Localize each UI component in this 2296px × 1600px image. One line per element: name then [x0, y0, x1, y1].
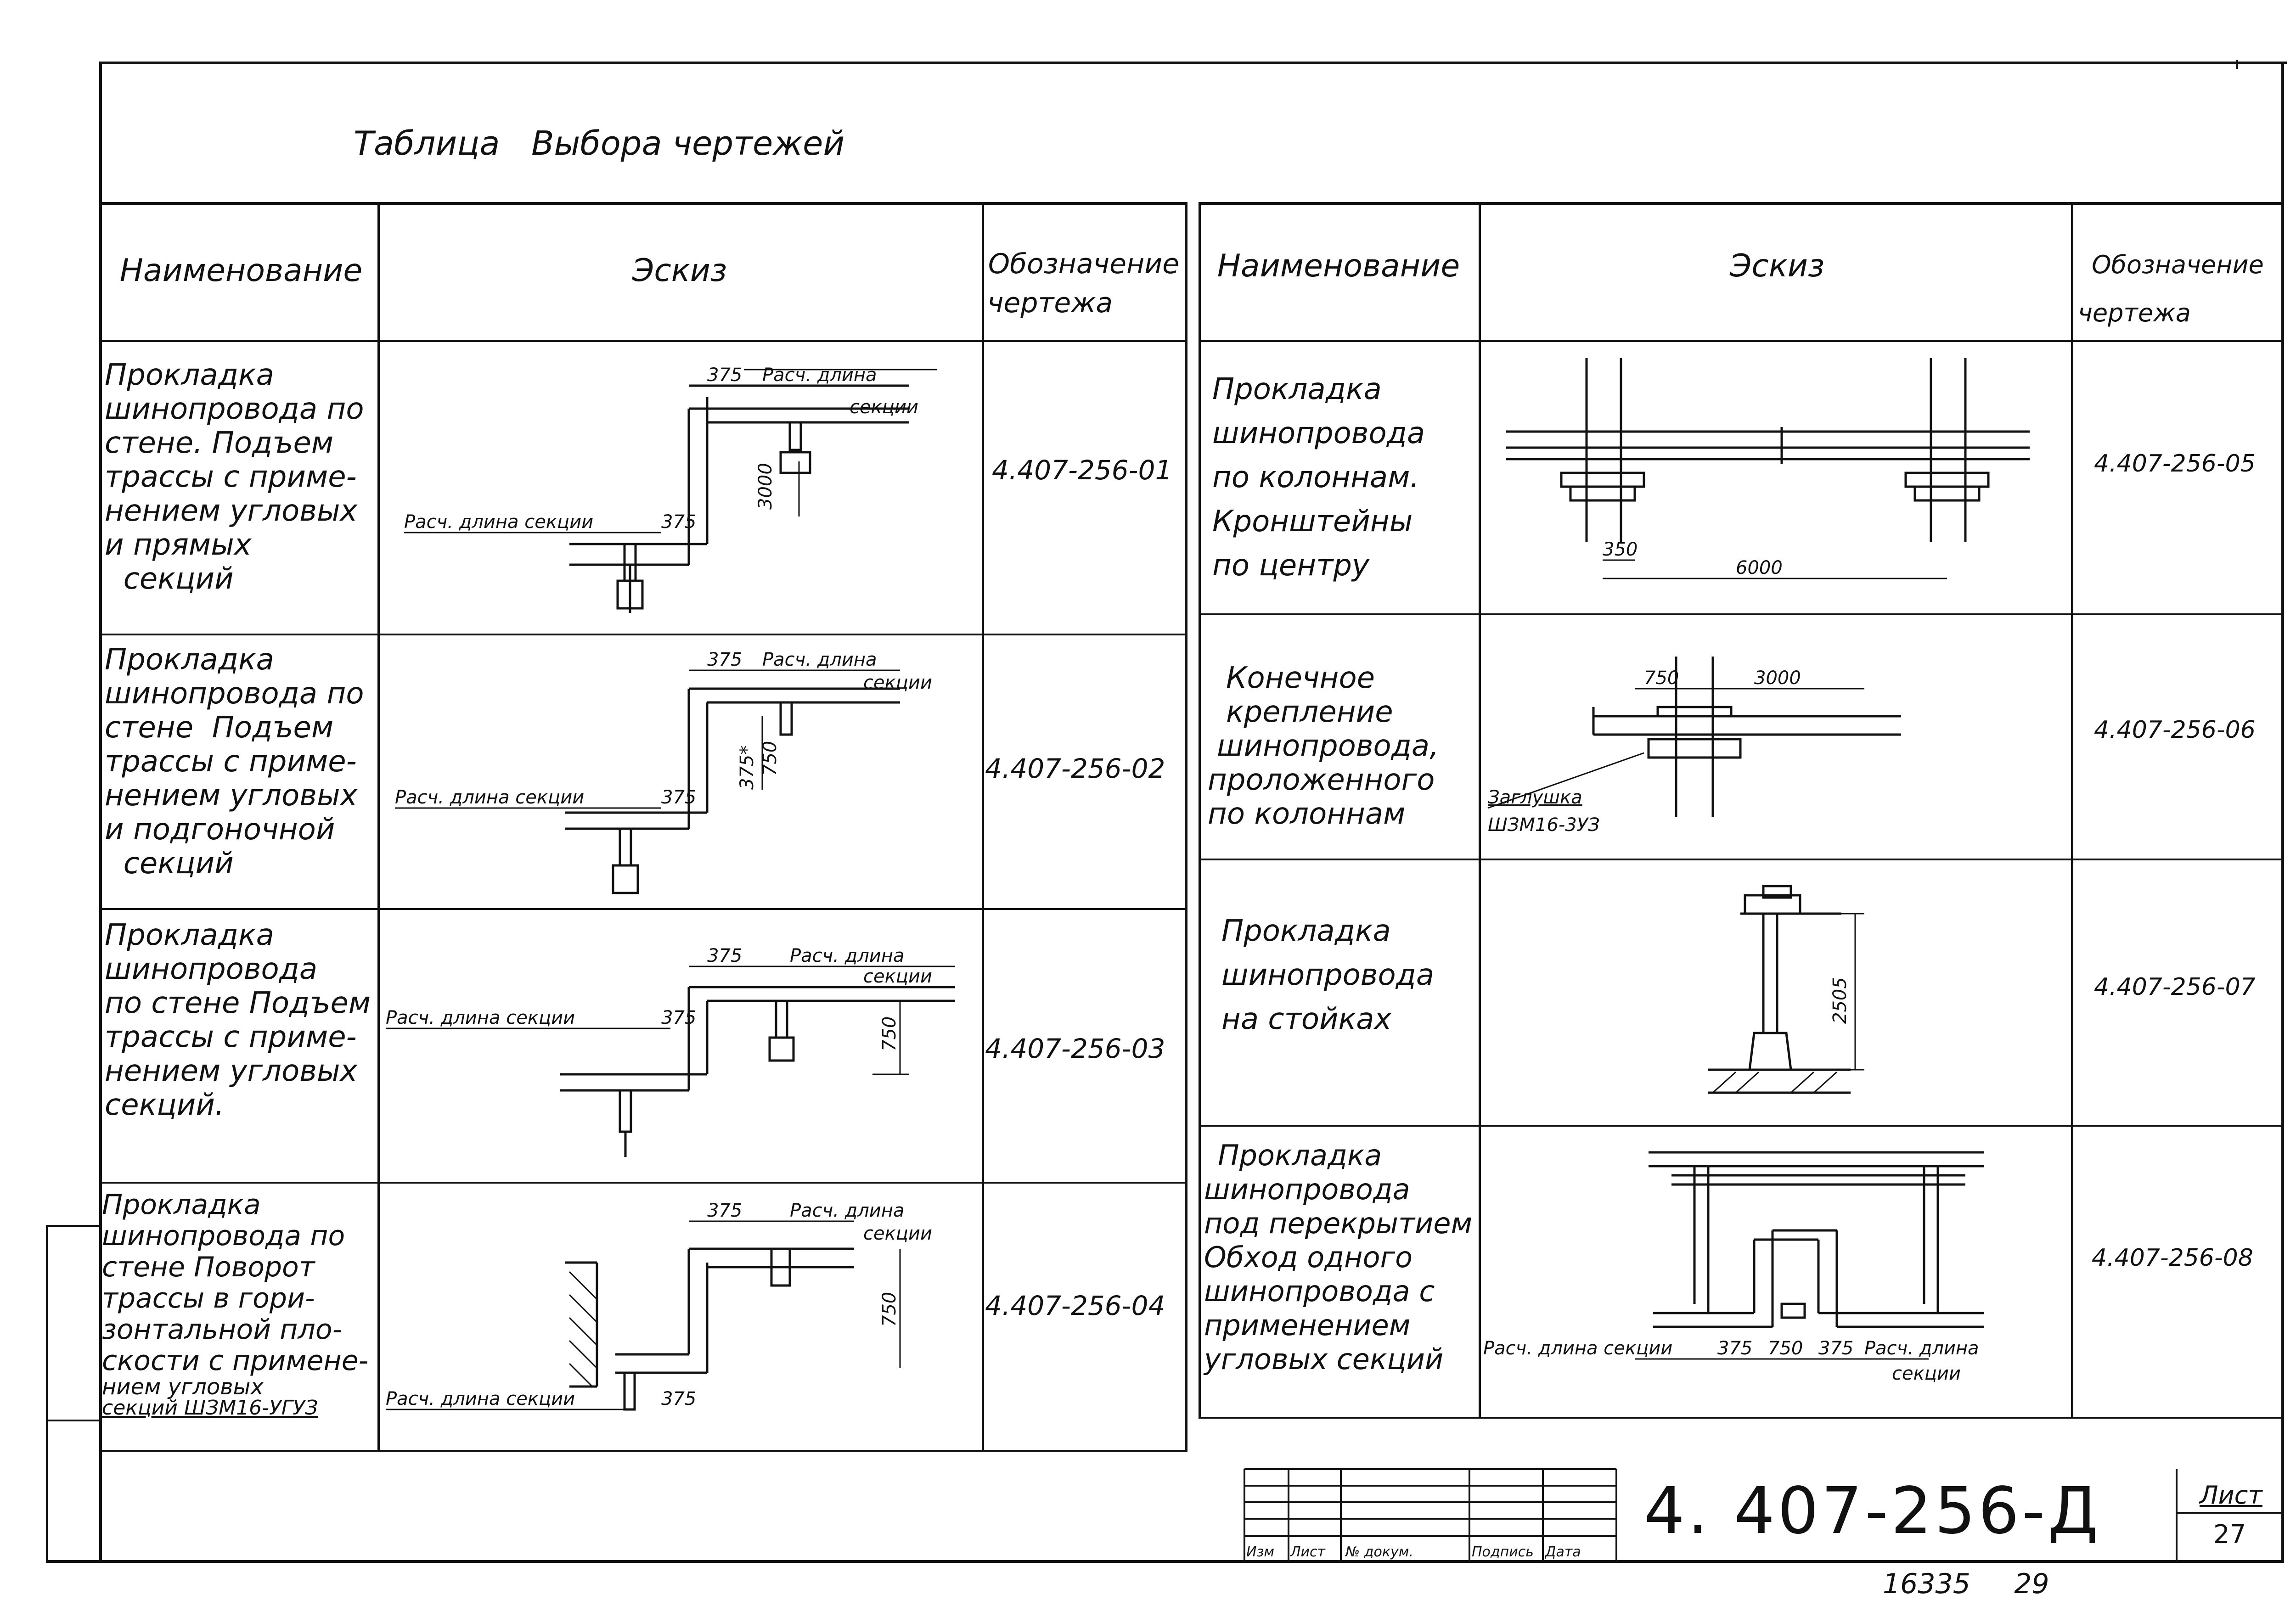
- row-7-code: 4.407-256-07: [2094, 973, 2256, 1001]
- row-6-code: 4.407-256-06: [2094, 716, 2256, 744]
- s1-dim-a: 375: [707, 365, 742, 386]
- sheet-label: Лист: [2200, 1481, 2262, 1510]
- s7-dim-a: 2505: [1829, 977, 1851, 1024]
- header-left-designation-2: чертежа: [987, 287, 1113, 319]
- title-block-grid: [1244, 1468, 2282, 1561]
- header-right-name: Наименование: [1217, 248, 1460, 284]
- tb-col-sign: Подпись: [1472, 1544, 1534, 1560]
- s3-dim-d: Расч. длина секции: [386, 1007, 575, 1028]
- s1-dim-c: секции: [850, 397, 918, 418]
- tb-col-izm: Изм: [1246, 1544, 1274, 1560]
- s1-dim-e: 375: [661, 511, 696, 533]
- sketch-5: [1506, 358, 2030, 579]
- s2-dim-g: 750: [760, 741, 781, 776]
- s4-dim-f: 750: [879, 1292, 900, 1327]
- s3-dim-b: Расч. длина: [790, 945, 905, 966]
- bottom-note: 16335 29: [1883, 1568, 2049, 1600]
- s2-dim-b: Расч. длина: [762, 649, 877, 670]
- s8-dim-c: 750: [1768, 1338, 1803, 1359]
- sketch-1: [404, 369, 937, 613]
- s2-dim-e: 375: [661, 787, 696, 808]
- s2-dim-d: Расч. длина секции: [395, 787, 584, 808]
- sketch-6: [1487, 657, 1901, 817]
- sketch-3: [386, 966, 955, 1157]
- s4-dim-e: 375: [661, 1388, 696, 1409]
- row-4-code: 4.407-256-04: [985, 1290, 1165, 1321]
- s6-dim-b: 3000: [1754, 668, 1801, 689]
- s6-dim-d: ШЗМ16-3УЗ: [1488, 814, 1600, 836]
- header-left-sketch: Эскиз: [632, 253, 727, 289]
- s2-dim-a: 375: [707, 649, 742, 670]
- s2-dim-f: 375*: [737, 746, 758, 790]
- header-right-designation-2: чертежа: [2078, 298, 2191, 327]
- s8-dim-a: Расч. длина секции: [1483, 1338, 1672, 1359]
- s4-dim-b: Расч. длина: [790, 1200, 905, 1221]
- s3-dim-f: 750: [879, 1016, 900, 1051]
- s4-dim-c: секции: [863, 1223, 932, 1244]
- s1-dim-d: Расч. длина секции: [404, 511, 593, 533]
- s8-dim-d: 375: [1818, 1338, 1853, 1359]
- sheet-number: 27: [2213, 1520, 2246, 1549]
- header-right-sketch: Эскиз: [1729, 248, 1825, 284]
- s4-dim-a: 375: [707, 1200, 742, 1221]
- header-left-name: Наименование: [119, 253, 363, 289]
- s5-dim-a: 350: [1603, 539, 1638, 560]
- s2-dim-c: секции: [863, 672, 932, 693]
- s3-dim-c: секции: [863, 966, 932, 987]
- s5-dim-b: 6000: [1736, 557, 1783, 578]
- tb-col-doc: № докум.: [1345, 1544, 1413, 1560]
- s6-dim-c: Заглушка: [1488, 787, 1582, 808]
- s8-dim-b: 375: [1717, 1338, 1752, 1359]
- sketch-2: [395, 669, 900, 894]
- s1-dim-b: Расч. длина: [762, 365, 877, 386]
- header-left-designation: Обозначение: [988, 248, 1180, 280]
- s3-dim-e: 375: [661, 1007, 696, 1028]
- sketch-4: [386, 1220, 901, 1411]
- tb-col-date: Дата: [1544, 1544, 1581, 1560]
- row-1-code: 4.407-256-01: [992, 455, 1172, 486]
- s6-dim-a: 750: [1644, 668, 1679, 689]
- row-8-code: 4.407-256-08: [2092, 1244, 2253, 1272]
- row-3-code: 4.407-256-03: [985, 1033, 1165, 1064]
- tb-col-list: Лист: [1290, 1544, 1326, 1560]
- s4-dim-d: Расч. длина секции: [386, 1388, 575, 1409]
- row-2-code: 4.407-256-02: [985, 753, 1165, 784]
- header-right-designation: Обозначение: [2092, 250, 2264, 279]
- s8-dim-e: Расч. длина: [1864, 1338, 1979, 1359]
- s8-dim-f: секции: [1892, 1363, 1961, 1384]
- sketch-7: [1708, 885, 1864, 1094]
- s3-dim-a: 375: [707, 945, 742, 966]
- sketch-8: [1635, 1151, 1984, 1360]
- s1-dim-h: 3000: [755, 463, 776, 510]
- table-title: Таблица Выбора чертежей: [354, 124, 845, 163]
- document-designation: 4. 407-256-Д: [1644, 1474, 2101, 1549]
- row-5-code: 4.407-256-05: [2094, 450, 2256, 477]
